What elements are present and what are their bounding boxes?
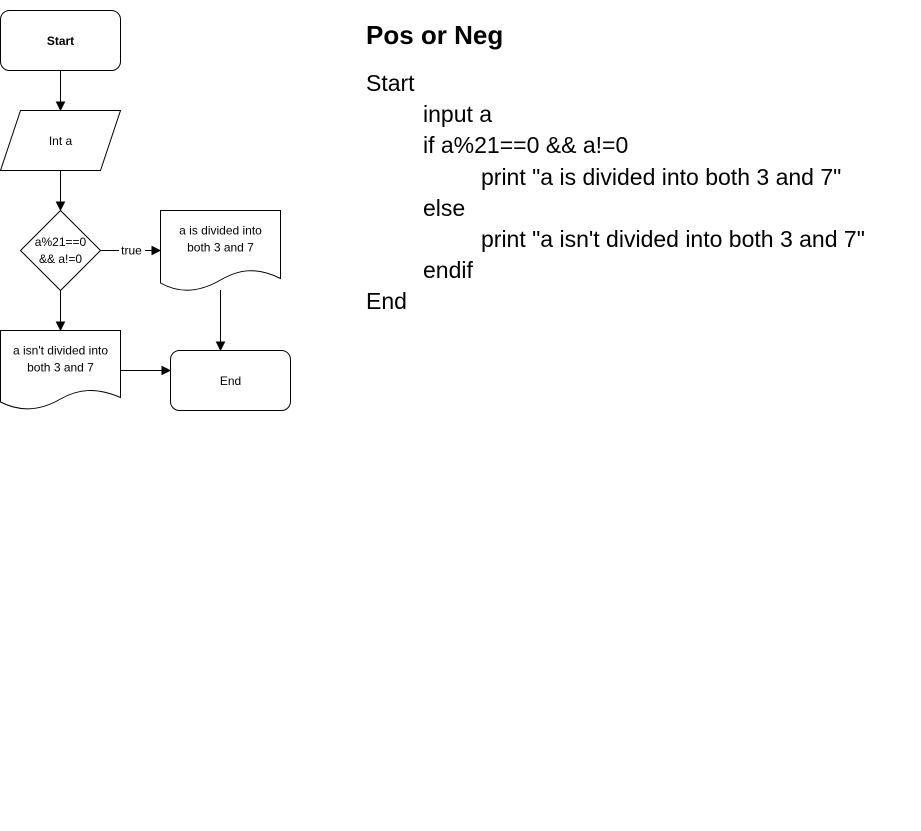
false-output-node[interactable]: a isn't divided into both 3 and 7 (0, 330, 121, 410)
decision-node-label-line-2: && a!=0 (39, 252, 82, 266)
true-output-label-line-1: a is divided into (179, 224, 262, 238)
decision-node[interactable]: a%21==0 && a!=0 (19, 209, 102, 292)
pseudocode-lines: Start input a if a%21==0 && a!=0 print "a i… (366, 68, 918, 318)
pseudocode-title: Pos or Neg (366, 20, 504, 50)
true-output-label-line-2: both 3 and 7 (187, 241, 254, 255)
false-output-label-line-1: a isn't divided into (13, 344, 108, 358)
pseudocode-line: Start (366, 70, 415, 96)
pseudocode-line: else (423, 194, 466, 221)
input-node[interactable]: Int a (0, 110, 122, 171)
decision-node-label-line-1: a%21==0 (35, 235, 87, 249)
pseudocode-panel: Pos or Neg Start input a if a%21==0 && a!=… (366, 18, 918, 318)
end-node-label: End (220, 374, 241, 388)
start-node-label: Start (47, 34, 74, 48)
pseudocode-line: if a%21==0 && a!=0 (423, 132, 629, 159)
input-node-label: Int a (49, 134, 73, 148)
edge-false-output-to-end (120, 365, 172, 376)
true-output-node[interactable]: a is divided into both 3 and 7 (160, 210, 281, 291)
start-node[interactable]: Start (0, 10, 121, 71)
edge-decision-to-false-output (55, 290, 66, 332)
edge-input-to-decision (55, 170, 66, 212)
false-output-label-line-2: both 3 and 7 (27, 361, 94, 375)
end-node[interactable]: End (170, 350, 291, 411)
edge-true-label: true (121, 244, 142, 258)
flowchart: Start Int a a%21==0 && a!=0 true a is di… (0, 10, 291, 411)
edge-true-output-to-end (215, 290, 226, 352)
pseudocode-line: print "a isn't divided into both 3 and 7… (481, 226, 865, 253)
pseudocode-line: End (366, 288, 407, 315)
edge-start-to-input (55, 70, 66, 112)
pseudocode-line: input a (423, 101, 493, 128)
pseudocode-line: print "a is divided into both 3 and 7" (481, 163, 842, 190)
pseudocode-line: endif (423, 257, 473, 284)
edge-decision-to-true-output: true (100, 244, 162, 258)
